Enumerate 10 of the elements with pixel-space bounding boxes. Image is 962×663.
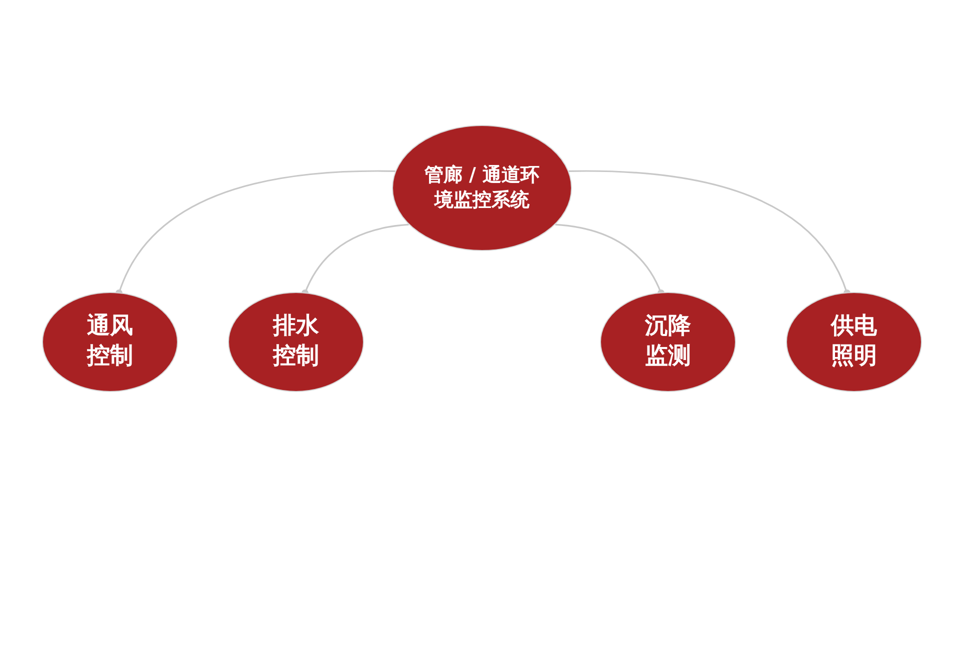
ellipse-node <box>42 292 178 392</box>
node-label: 通风控制 <box>86 312 134 371</box>
node-label: 排水控制 <box>272 312 320 371</box>
ellipse-node <box>786 292 922 392</box>
ellipse-node <box>392 125 572 251</box>
node-label: 管廊 / 通道环境监控系统 <box>423 163 541 213</box>
ellipse-node <box>600 292 736 392</box>
ellipse-node <box>228 292 364 392</box>
node-label: 沉降监测 <box>644 312 692 371</box>
node-label: 供电照明 <box>830 312 878 371</box>
